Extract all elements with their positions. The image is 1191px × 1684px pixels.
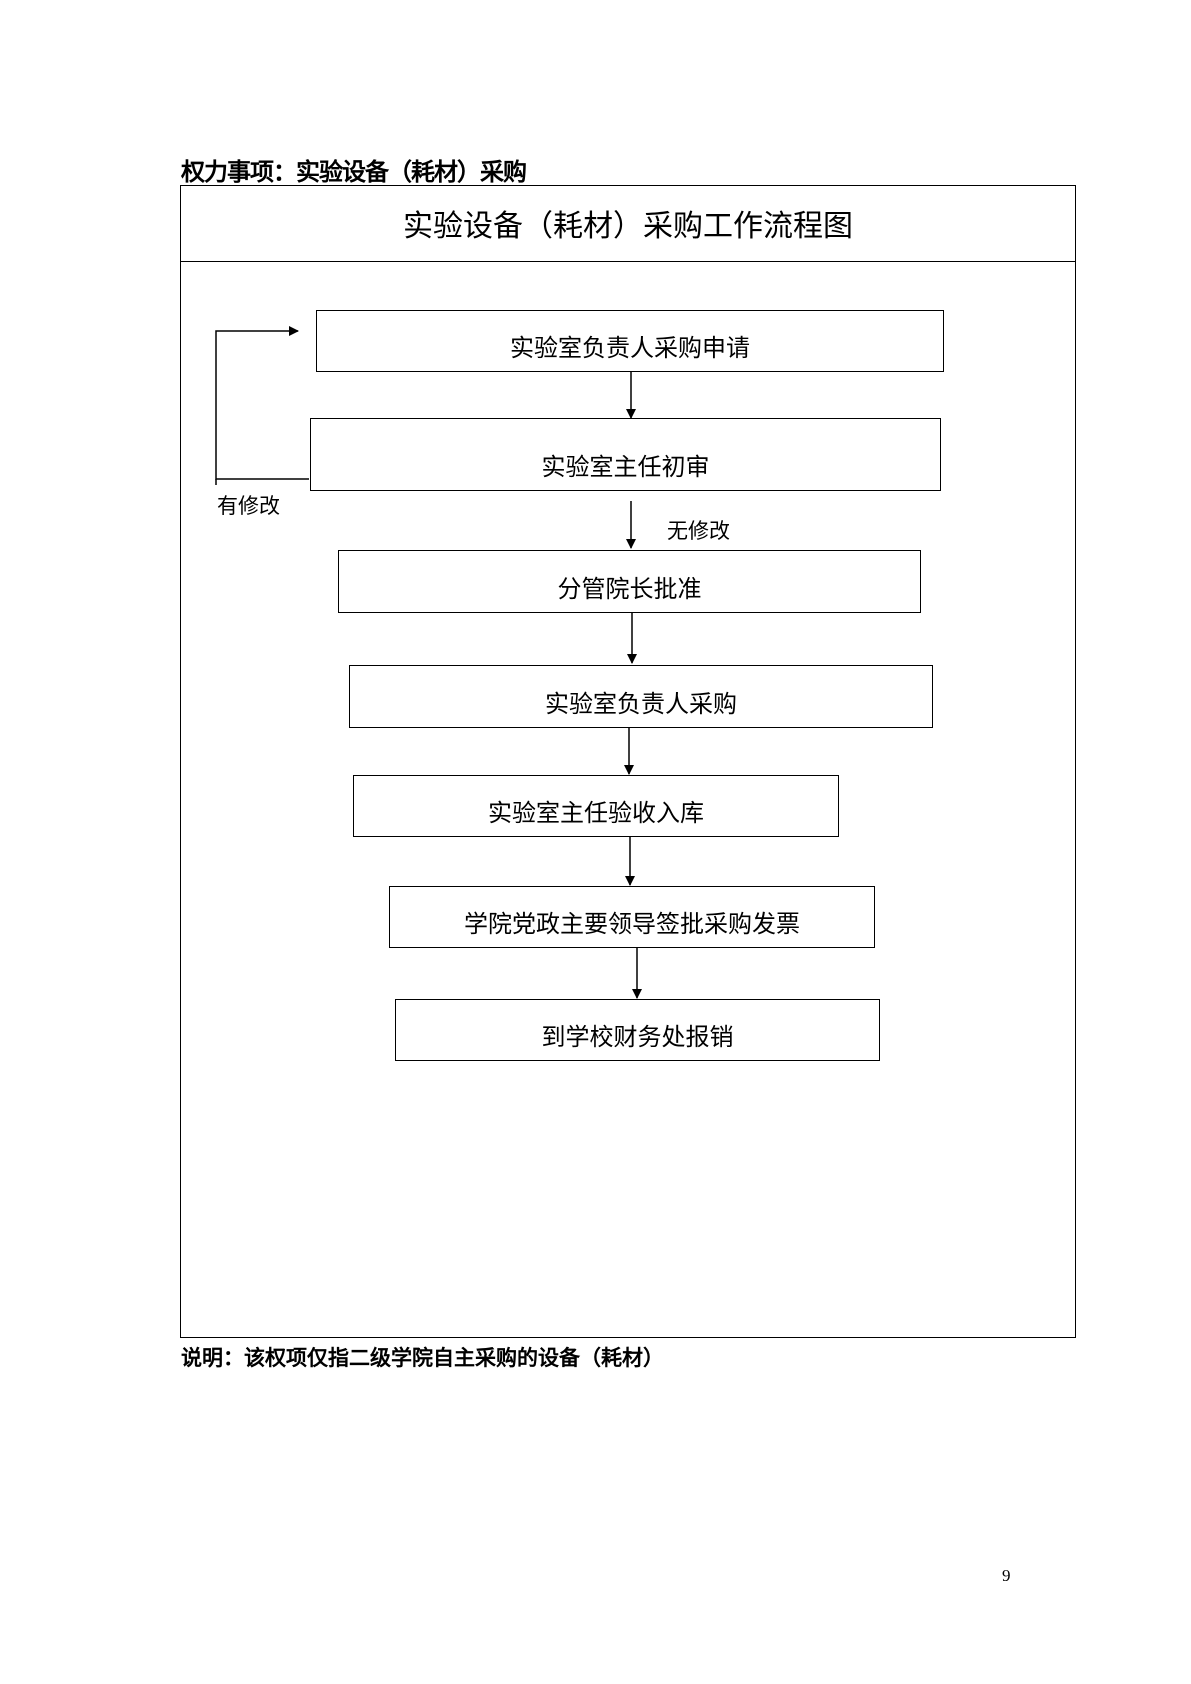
step-purchase-request: 实验室负责人采购申请	[316, 310, 944, 372]
flowchart-frame	[180, 185, 1076, 1338]
step-dean-approval: 分管院长批准	[338, 550, 921, 613]
note: 说明：该权项仅指二级学院自主采购的设备（耗材）	[181, 1346, 664, 1370]
step-acceptance: 实验室主任验收入库	[353, 775, 839, 837]
step-purchase: 实验室负责人采购	[349, 665, 933, 728]
feedback-arrow	[215, 326, 309, 480]
flowchart-title: 实验设备（耗材）采购工作流程图	[180, 185, 1076, 262]
page-number: 9	[1002, 1566, 1011, 1585]
step-reimbursement: 到学校财务处报销	[395, 999, 880, 1061]
no-revise-label: 无修改	[667, 519, 730, 543]
revise-label: 有修改	[217, 494, 280, 518]
page-heading: 权力事项：实验设备（耗材）采购	[181, 158, 527, 186]
step-initial-review: 实验室主任初审	[310, 418, 941, 491]
step-invoice-approval: 学院党政主要领导签批采购发票	[389, 886, 875, 948]
